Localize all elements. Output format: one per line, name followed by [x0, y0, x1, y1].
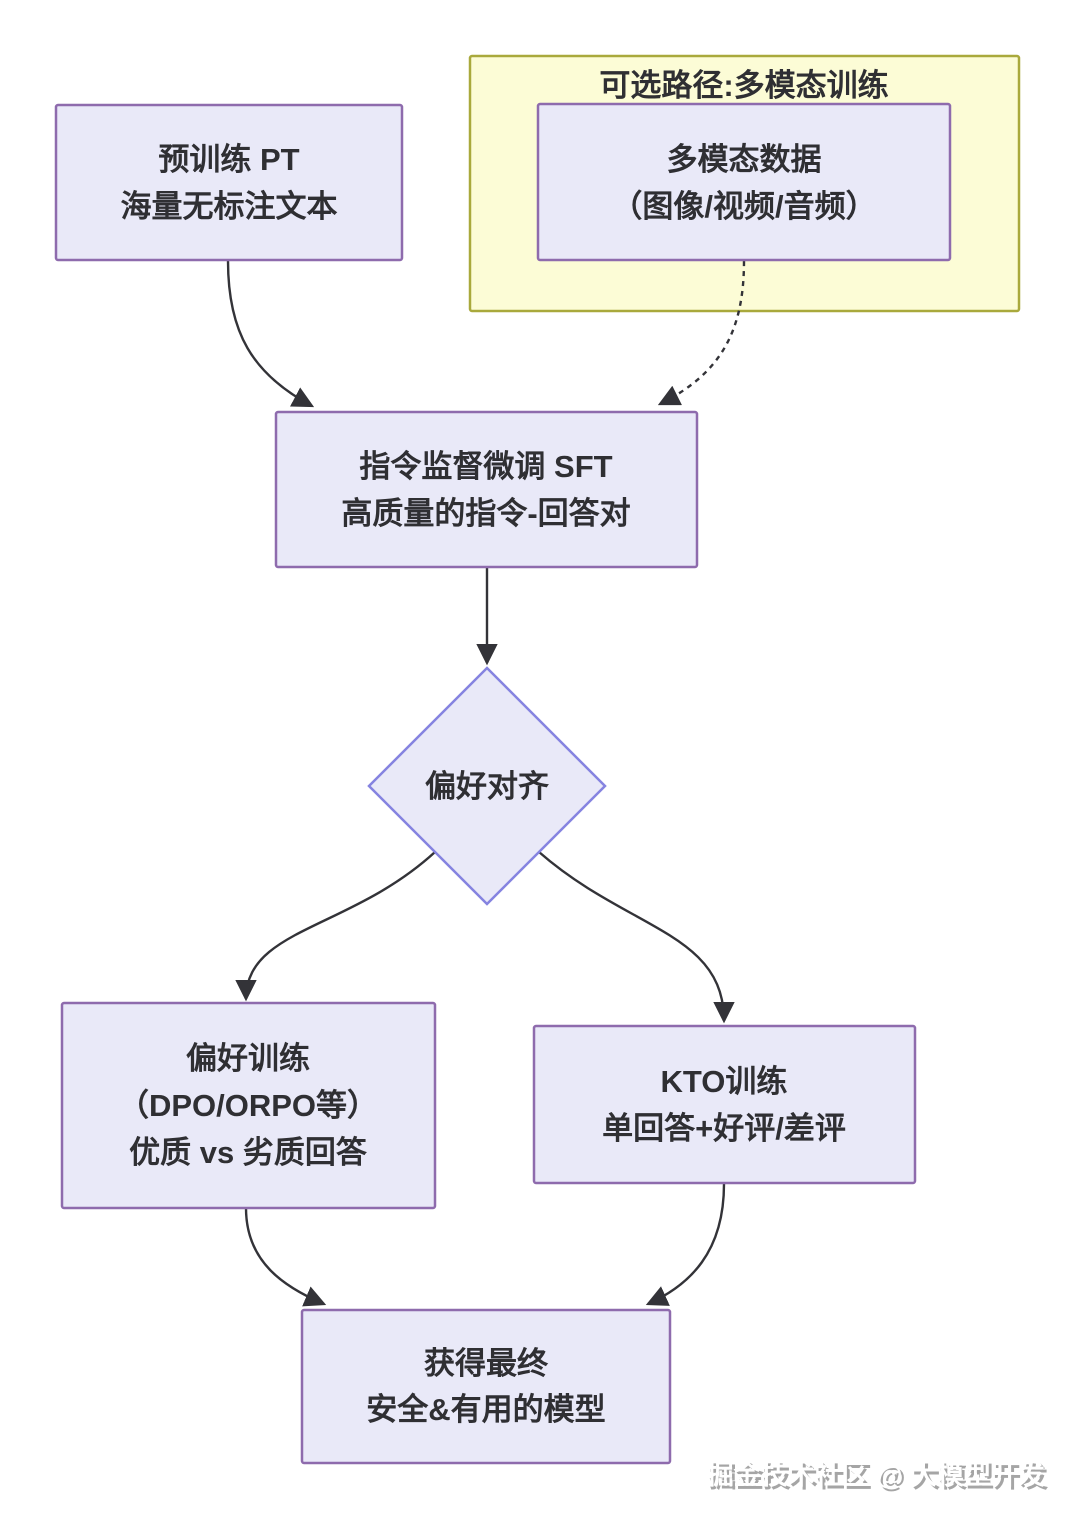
- node-pretrain-line1: 预训练 PT: [158, 142, 299, 177]
- node-multimodal-rect: [536, 102, 952, 262]
- node-decision-label: 偏好对齐: [425, 769, 549, 804]
- node-sft-rect: [274, 410, 699, 569]
- node-pretrain: 预训练 PT 海量无标注文本: [54, 103, 404, 262]
- group-optional-title: 可选路径:多模态训练: [599, 68, 888, 103]
- edge-decision-preference: [235, 851, 436, 1002]
- node-preference-line2: （DPO/ORPO等）: [118, 1088, 378, 1123]
- node-preference-rect: [60, 1001, 437, 1210]
- node-decision: 偏好对齐: [367, 666, 607, 906]
- node-kto: KTO训练 单回答+好评/差评: [532, 1024, 917, 1185]
- node-sft-line2: 高质量的指令-回答对: [341, 496, 630, 531]
- node-pretrain-rect: [54, 103, 404, 262]
- node-kto-rect: [532, 1024, 917, 1185]
- node-final-line1: 获得最终: [424, 1346, 549, 1381]
- node-pretrain-line2: 海量无标注文本: [121, 189, 338, 224]
- node-preference-line3: 优质 vs 劣质回答: [129, 1135, 368, 1170]
- node-final-line2: 安全&有用的模型: [366, 1392, 605, 1427]
- edge-pretrain-sft: [226, 260, 315, 408]
- node-final-rect: [300, 1308, 672, 1465]
- node-final: 获得最终 安全&有用的模型: [300, 1308, 672, 1465]
- watermark-shadow-text: 掘金技术社区 @ 大模型开发: [710, 1462, 1048, 1493]
- node-decision-shape: [367, 666, 607, 906]
- node-preference: 偏好训练 （DPO/ORPO等） 优质 vs 劣质回答: [60, 1001, 437, 1210]
- watermark-text: 掘金技术社区 @ 大模型开发: [707, 1459, 1045, 1490]
- node-sft: 指令监督微调 SFT 高质量的指令-回答对: [274, 410, 699, 569]
- node-sft-line1: 指令监督微调 SFT: [359, 449, 612, 484]
- watermark: 掘金技术社区 @ 大模型开发 掘金技术社区 @ 大模型开发: [707, 1459, 1048, 1493]
- node-multimodal-line2: （图像/视频/音频）: [611, 189, 876, 224]
- node-preference-line1: 偏好训练: [186, 1041, 310, 1076]
- edge-kto-final: [645, 1183, 726, 1306]
- node-multimodal-line1: 多模态数据: [667, 142, 822, 177]
- edge-preference-final: [244, 1207, 327, 1307]
- node-kto-line1: KTO训练: [661, 1064, 788, 1099]
- edge-decision-kto: [538, 851, 735, 1024]
- node-kto-line2: 单回答+好评/差评: [602, 1111, 846, 1146]
- node-multimodal: 多模态数据 （图像/视频/音频）: [536, 102, 952, 262]
- edge-multimodal-sft: [657, 260, 746, 406]
